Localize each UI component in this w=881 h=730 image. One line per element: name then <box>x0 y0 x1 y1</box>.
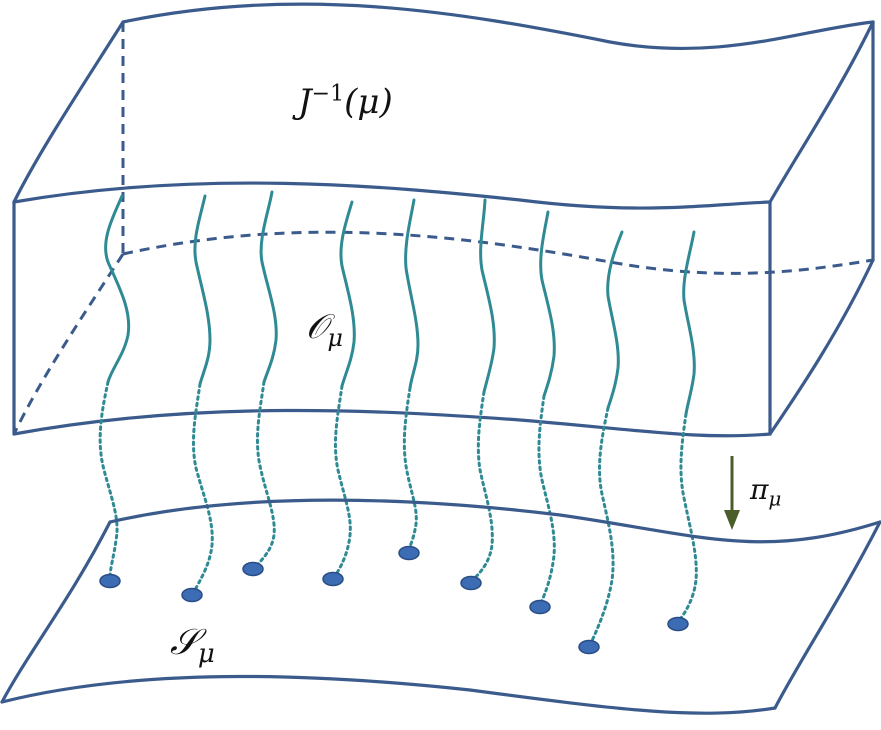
orbit-tail-9 <box>676 412 698 624</box>
projection-label: πμ <box>750 473 781 509</box>
projection-arrow-head <box>724 510 740 530</box>
orbit-tail-3 <box>252 380 276 570</box>
base-surface <box>0 498 881 715</box>
reduced-space-label: 𝒮μ <box>170 622 215 668</box>
orbit-label-subscript: μ <box>327 323 344 352</box>
box-top-left-edge <box>12 20 125 204</box>
base-left-edge <box>0 520 112 704</box>
reduced-point-4 <box>322 571 344 587</box>
level-set-box <box>12 2 875 438</box>
projection-label-main: π <box>750 473 769 506</box>
orbit-label-main: 𝒪 <box>306 307 328 347</box>
orbit-curve-9 <box>682 230 696 416</box>
reduced-space-label-subscript: μ <box>197 639 215 670</box>
reduced-point-2 <box>181 587 203 603</box>
reduced-point-1 <box>99 573 121 589</box>
reduced-point-7 <box>529 599 551 615</box>
base-bottom-edge <box>0 674 777 715</box>
reduced-point-3 <box>242 561 264 577</box>
orbit-tail-6 <box>468 390 494 584</box>
box-hidden-bottom-back-edge <box>122 230 874 275</box>
projection-label-subscript: μ <box>768 486 782 511</box>
reduced-point-5 <box>398 545 420 561</box>
orbit-tail-8 <box>588 406 615 647</box>
orbit-curve-7 <box>539 210 556 398</box>
level-set-label-main: J <box>298 82 312 122</box>
orbit-label: 𝒪μ <box>306 307 343 350</box>
reduced-space-label-main: 𝒮 <box>170 622 198 663</box>
level-set-label-exponent: −1 <box>311 81 345 107</box>
reduced-points <box>99 545 689 655</box>
orbit-curve-3 <box>259 190 278 384</box>
projection-arrow <box>724 456 740 530</box>
orbit-tail-1 <box>98 380 119 580</box>
box-top-back-edge <box>121 2 875 51</box>
reduced-point-8 <box>578 639 600 655</box>
level-set-label: J−1(μ) <box>298 81 393 122</box>
orbit-tail-2 <box>191 382 214 594</box>
level-set-label-argument: (μ) <box>344 82 393 122</box>
orbit-tail-7 <box>537 394 556 607</box>
orbit-tail-4 <box>332 384 352 580</box>
box-right-bottom-edge <box>768 258 875 436</box>
base-top-edge <box>108 498 881 544</box>
orbit-curve-8 <box>606 230 624 410</box>
reduced-point-9 <box>667 616 689 632</box>
orbit-curve-1 <box>104 194 131 384</box>
orbit-curve-2 <box>193 194 212 386</box>
reduced-point-6 <box>460 575 482 591</box>
box-top-right-edge <box>768 20 875 204</box>
box-front-bottom-edge <box>12 408 772 438</box>
orbit-curve-4 <box>339 200 356 388</box>
orbit-curve-6 <box>479 198 496 394</box>
orbit-curve-5 <box>404 198 420 390</box>
orbit-tail-5 <box>402 386 418 554</box>
box-top-front-edge <box>12 181 772 210</box>
box-hidden-bottom-left-edge <box>12 253 125 435</box>
orbits <box>98 190 698 647</box>
base-right-edge <box>773 520 881 710</box>
